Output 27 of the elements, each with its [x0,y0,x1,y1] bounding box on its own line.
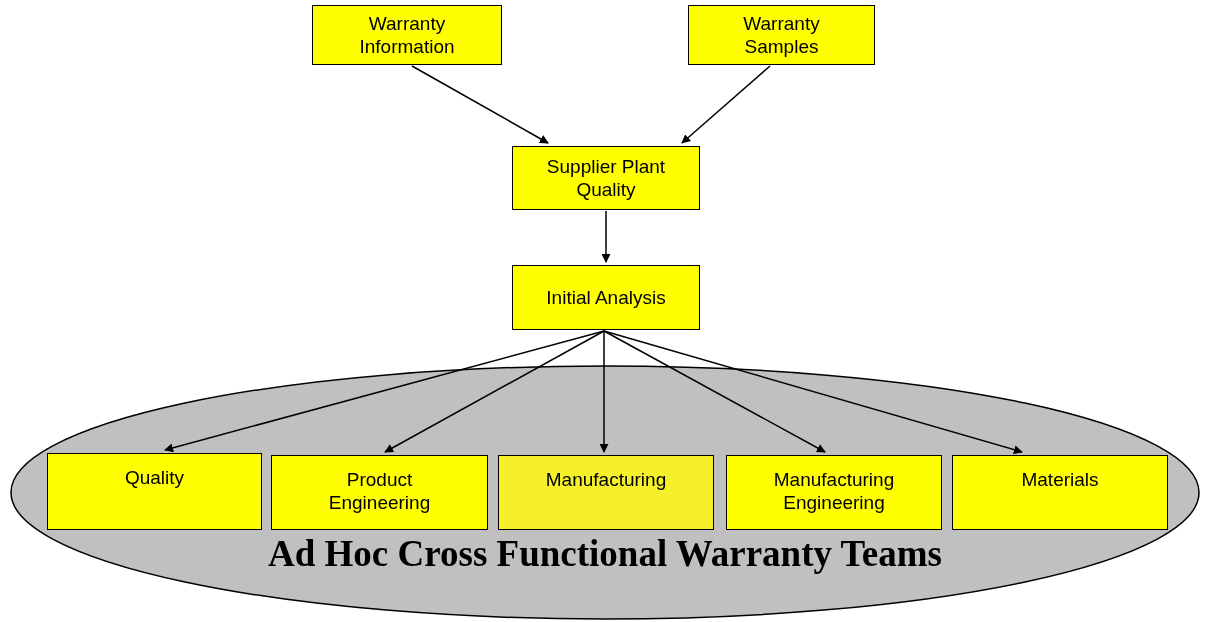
process-box [47,453,262,530]
team-heading: Ad Hoc Cross Functional Warranty Teams [267,532,943,575]
arrow [601,210,611,263]
process-box [312,5,502,65]
box-label: Quality [124,466,185,489]
box-label: Warranty Information [358,12,456,58]
box-label: Warranty Samples [742,12,821,58]
process-box [688,5,875,65]
arrow [681,65,771,144]
arrow [384,330,605,453]
process-box [512,146,700,210]
process-box [498,455,714,530]
box-label: Supplier Plant Quality [545,155,667,201]
process-box [271,455,488,530]
process-box [512,265,700,330]
box-label: Manufacturing Engineering [772,468,896,514]
box-label: Manufacturing [545,468,667,491]
arrow [603,330,1023,455]
arrow [411,65,549,144]
process-box [952,455,1168,530]
process-box [726,455,942,530]
arrow [599,330,609,453]
arrow [164,330,605,453]
box-label: Product Engineering [327,468,432,514]
arrow [603,330,826,453]
box-label: Materials [1021,468,1099,491]
box-label: Initial Analysis [546,286,666,309]
